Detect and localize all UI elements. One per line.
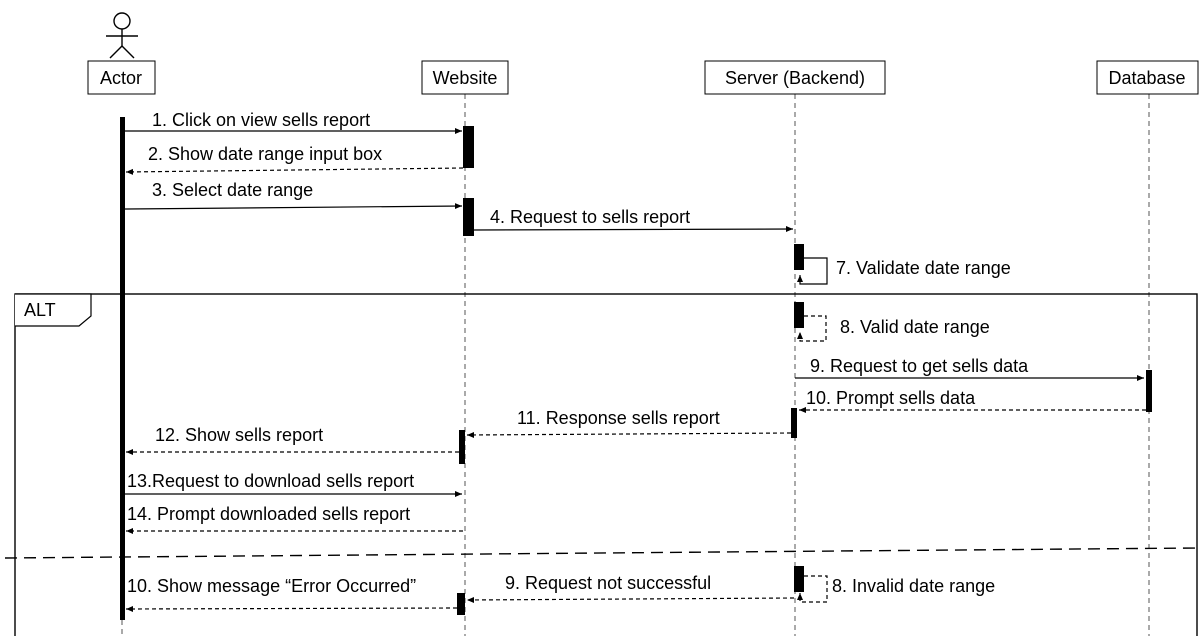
participant-database: Database — [1096, 60, 1199, 95]
message-label-10: 10. Prompt sells data — [806, 388, 976, 408]
message-label-8: 8. Valid date range — [840, 317, 990, 337]
server-activation-4 — [794, 566, 804, 592]
message-label-12: 12. Show sells report — [155, 425, 323, 445]
participant-server: Server (Backend) — [704, 60, 886, 95]
message-arrow-11 — [466, 431, 792, 438]
message-label-11: 11. Response sells report — [517, 408, 720, 428]
participant-actor-label: Actor — [100, 68, 142, 88]
message-label-14: 14. Prompt downloaded sells report — [127, 504, 410, 524]
website-activation-2 — [463, 198, 474, 236]
server-activation-2 — [794, 302, 804, 328]
participant-server-label: Server (Backend) — [725, 68, 865, 88]
website-activation-4 — [457, 593, 465, 615]
message-label-4: 4. Request to sells report — [490, 207, 690, 227]
database-activation — [1146, 370, 1152, 412]
message-arrow-8-self — [797, 315, 827, 342]
message-label-13: 13.Request to download sells report — [127, 471, 414, 491]
message-label-9: 9. Request to get sells data — [810, 356, 1029, 376]
message-arrow-8-invalid-self — [797, 575, 828, 603]
message-arrow-10-error — [125, 605, 458, 612]
message-label-1: 1. Click on view sells report — [152, 110, 370, 130]
alt-fragment-frame — [14, 293, 1198, 641]
alt-fragment-label: ALT — [24, 300, 56, 320]
message-label-8-invalid: 8. Invalid date range — [832, 576, 995, 596]
message-label-3: 3. Select date range — [152, 180, 313, 200]
message-arrow-9-not-successful — [466, 596, 795, 603]
server-activation-1 — [794, 244, 804, 270]
message-arrow-2 — [125, 167, 464, 175]
website-activation-1 — [463, 126, 474, 168]
participant-website: Website — [421, 60, 509, 95]
message-label-9-not-successful: 9. Request not successful — [505, 573, 711, 593]
alt-fragment-tab — [15, 293, 92, 327]
message-label-7: 7. Validate date range — [836, 258, 1011, 278]
participant-actor: Actor — [87, 60, 156, 95]
website-activation-3 — [459, 430, 465, 464]
alt-operand-separator — [4, 547, 1198, 559]
actor-figure-icon — [106, 12, 138, 59]
message-label-10-error: 10. Show message “Error Occurred” — [127, 576, 416, 596]
message-label-2: 2. Show date range input box — [148, 144, 382, 164]
message-arrow-4 — [473, 226, 794, 233]
actor-activation-bar — [120, 117, 125, 620]
message-arrow-3 — [124, 203, 463, 210]
message-arrow-7-self — [797, 257, 828, 285]
participant-website-label: Website — [433, 68, 498, 88]
server-activation-3 — [791, 408, 797, 438]
participant-database-label: Database — [1108, 68, 1185, 88]
